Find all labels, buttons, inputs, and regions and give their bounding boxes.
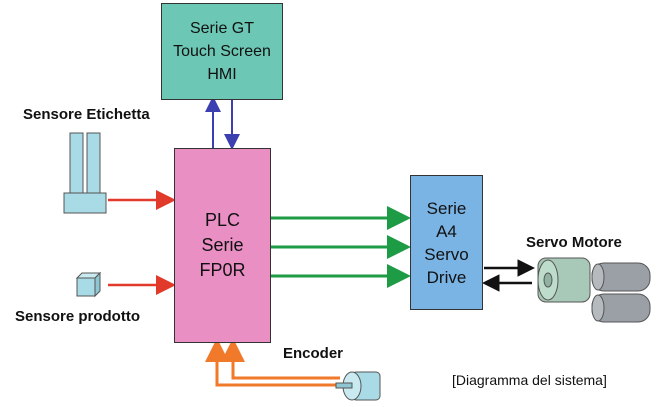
hmi-line-2: Touch Screen: [173, 43, 271, 60]
servo-drive-line-4: Drive: [426, 267, 467, 287]
plc-line-3: FP0R: [199, 260, 246, 280]
plc-line-2: Serie: [201, 235, 244, 255]
servo-drive-line-1: Serie: [426, 198, 467, 218]
product-sensor-device: [75, 271, 102, 298]
diagram-caption: [Diagramma del sistema]: [452, 372, 607, 388]
servo-motor-device: [537, 257, 651, 323]
product-sensor-label: Sensore prodotto: [15, 308, 141, 325]
servo-motor-label: Servo Motore: [526, 234, 622, 251]
label-sensor-device: [63, 132, 107, 214]
encoder-to-plc-arrow-2: [221, 338, 340, 380]
plc-block: PLC Serie FP0R: [174, 148, 271, 343]
encoder-device: [335, 371, 381, 401]
label-sensor-label: Sensore Etichetta: [23, 106, 150, 123]
hmi-line-3: HMI: [207, 66, 237, 83]
hmi-block: Serie GT Touch Screen HMI: [161, 3, 283, 100]
encoder-label: Encoder: [283, 345, 344, 362]
servo-drive-line-3: Servo: [424, 244, 469, 264]
servo-drive-line-2: A4: [436, 221, 457, 241]
hmi-line-1: Serie GT: [189, 20, 254, 37]
servo-drive-block: Serie A4 Servo Drive: [410, 175, 483, 310]
encoder-to-plc-arrow-1: [205, 338, 340, 387]
plc-line-1: PLC: [204, 210, 240, 230]
